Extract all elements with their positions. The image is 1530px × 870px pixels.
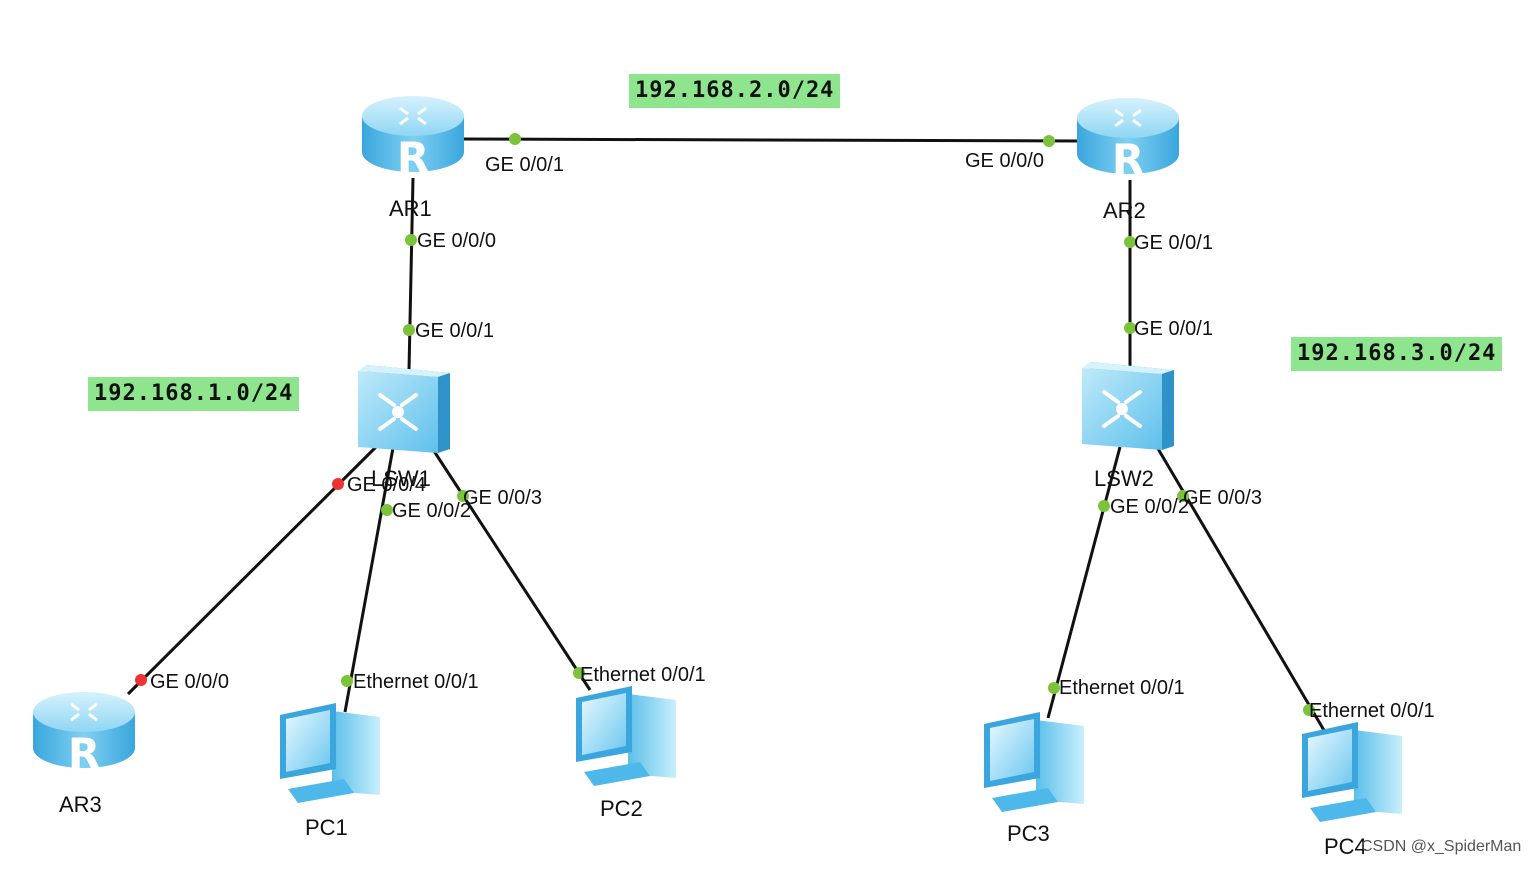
port-status-up xyxy=(341,675,353,687)
router-icon[interactable]: R xyxy=(1077,98,1179,184)
router-icon[interactable]: R xyxy=(362,96,464,182)
port-indicators xyxy=(135,133,1315,716)
port-label-lsw1-ge003: GE 0/0/3 xyxy=(463,487,542,509)
router-icon[interactable]: R xyxy=(33,692,135,778)
port-label-ar3-ge000: GE 0/0/0 xyxy=(150,671,229,693)
watermark: CSDN @x_SpiderMan xyxy=(1361,838,1522,855)
port-label-ar2-ge000: GE 0/0/0 xyxy=(965,150,1044,172)
port-label-pc4-eth: Ethernet 0/0/1 xyxy=(1309,700,1435,722)
port-status-up xyxy=(509,133,521,145)
port-label-ar1-ge001: GE 0/0/1 xyxy=(485,154,564,176)
port-status-up xyxy=(457,490,469,502)
device-label-ar3: AR3 xyxy=(59,792,102,817)
device-label-lsw1: LSW1 xyxy=(371,466,431,491)
port-status-up xyxy=(1303,704,1315,716)
port-status-down xyxy=(135,674,147,686)
subnet-label-wan: 192.168.2.0/24 xyxy=(629,74,841,108)
svg-text:R: R xyxy=(397,133,429,182)
device-label-ar2: AR2 xyxy=(1103,198,1146,223)
svg-text:R: R xyxy=(1112,135,1144,184)
port-status-up xyxy=(573,667,585,679)
port-status-down xyxy=(332,478,344,490)
port-label-lsw1-ge002: GE 0/0/2 xyxy=(392,500,471,522)
svg-text:R: R xyxy=(68,729,100,778)
port-status-up xyxy=(1124,236,1136,248)
port-label-lsw1-ge004: GE 0/0/4 xyxy=(347,474,426,496)
device-label-pc1: PC1 xyxy=(305,815,348,840)
subnet-label-lan2: 192.168.3.0/24 xyxy=(1291,337,1503,371)
port-label-pc3-eth: Ethernet 0/0/1 xyxy=(1059,677,1185,699)
subnet-label-lan1: 192.168.1.0/24 xyxy=(88,377,300,411)
port-status-up xyxy=(1124,322,1136,334)
device-label-pc4: PC4 xyxy=(1324,834,1367,859)
switch-icon[interactable] xyxy=(1082,362,1174,450)
pc-icon[interactable] xyxy=(1302,722,1402,822)
link-lsw1-pc1[interactable] xyxy=(343,447,395,713)
device-label-pc3: PC3 xyxy=(1007,821,1050,846)
port-label-pc1-eth: Ethernet 0/0/1 xyxy=(353,671,479,693)
port-label-lsw2-ge002: GE 0/0/2 xyxy=(1110,496,1189,518)
port-status-up xyxy=(1098,500,1110,512)
port-label-lsw2-ge001: GE 0/0/1 xyxy=(1134,318,1213,340)
port-label-lsw1-ge001: GE 0/0/1 xyxy=(415,320,494,342)
link-ar1-lsw1[interactable] xyxy=(407,177,415,371)
pc-icon[interactable] xyxy=(280,703,380,803)
pc-icon[interactable] xyxy=(984,712,1084,812)
link-lsw1-pc2[interactable] xyxy=(430,447,592,691)
device-label-ar1: AR1 xyxy=(389,196,432,221)
port-status-up xyxy=(1043,135,1055,147)
port-status-up xyxy=(403,324,415,336)
port-label-ar1-ge000: GE 0/0/0 xyxy=(417,230,496,252)
device-label-lsw2: LSW2 xyxy=(1094,466,1154,491)
link-lsw2-pc3[interactable] xyxy=(1046,446,1122,719)
pc-icon[interactable] xyxy=(576,686,676,786)
port-label-lsw2-ge003: GE 0/0/3 xyxy=(1183,487,1262,509)
port-label-pc2-eth: Ethernet 0/0/1 xyxy=(580,664,706,686)
device-label-pc2: PC2 xyxy=(600,796,643,821)
port-status-up xyxy=(405,234,417,246)
port-status-up xyxy=(381,504,393,516)
switch-icon[interactable] xyxy=(358,365,450,453)
link-ar1-ar2[interactable] xyxy=(461,137,1081,143)
port-status-up xyxy=(1177,490,1189,502)
port-label-ar2-ge001: GE 0/0/1 xyxy=(1134,232,1213,254)
port-status-up xyxy=(1048,682,1060,694)
